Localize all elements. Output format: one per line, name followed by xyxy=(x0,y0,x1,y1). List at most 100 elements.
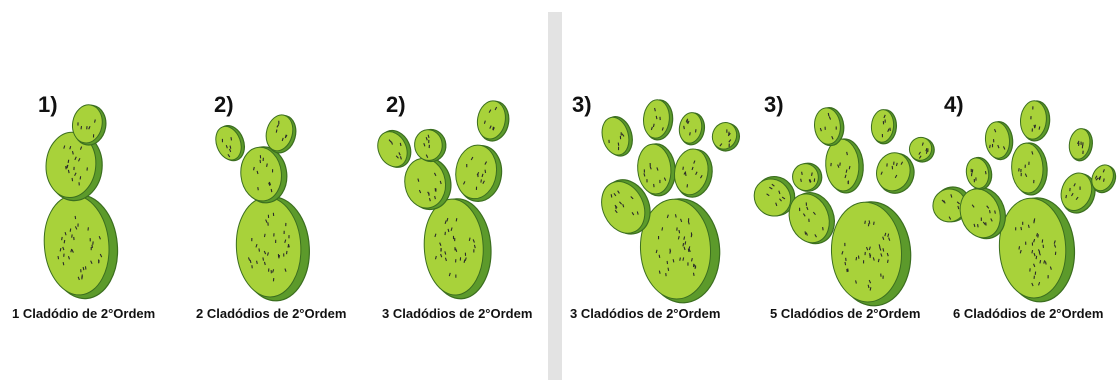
spine xyxy=(259,248,260,251)
spine xyxy=(271,189,272,192)
plant-5-second-order-pad-a xyxy=(790,161,824,194)
spine xyxy=(847,152,848,155)
spine xyxy=(1019,246,1020,249)
spine xyxy=(65,166,66,169)
spine xyxy=(1021,169,1022,172)
spine xyxy=(690,132,691,135)
spine xyxy=(1029,162,1030,165)
spine xyxy=(286,251,287,254)
plant-5-second-order-pad-c xyxy=(870,109,898,145)
spine xyxy=(831,163,832,166)
spine xyxy=(1045,261,1046,264)
spine xyxy=(79,182,80,185)
spine xyxy=(1035,272,1036,275)
spine xyxy=(81,126,82,129)
spine xyxy=(264,262,265,265)
spine xyxy=(883,121,884,124)
spine xyxy=(92,245,93,248)
spine xyxy=(1039,126,1040,129)
spine xyxy=(460,257,461,260)
spine xyxy=(975,177,976,180)
plant-6-second-order-pad-d xyxy=(1067,127,1095,162)
spine xyxy=(662,227,663,230)
spine xyxy=(683,167,684,170)
spine xyxy=(257,261,258,264)
spine xyxy=(1055,252,1056,255)
spine xyxy=(1025,165,1026,168)
spine xyxy=(865,252,866,255)
spine xyxy=(86,126,87,129)
plant-6-second-order-pad-c xyxy=(1019,100,1051,142)
plant-6-second-order-pad-b xyxy=(984,121,1014,161)
spine xyxy=(1036,256,1037,259)
spine xyxy=(1021,227,1022,230)
plant-4-first-order-pad-c xyxy=(671,146,716,200)
spine xyxy=(653,124,654,127)
spine xyxy=(63,262,64,265)
spine xyxy=(67,165,68,168)
spine xyxy=(687,120,688,123)
spine xyxy=(856,257,857,260)
spine xyxy=(659,255,660,258)
spine xyxy=(836,126,837,129)
spine xyxy=(448,229,449,232)
spine xyxy=(1030,268,1031,271)
spine xyxy=(890,128,891,131)
spine xyxy=(1083,151,1084,154)
spine xyxy=(250,260,251,263)
spine xyxy=(91,247,92,250)
spine xyxy=(693,273,694,276)
spine xyxy=(659,271,660,274)
plant-4-second-order-pad-b xyxy=(642,99,674,141)
spine xyxy=(687,184,688,187)
spine xyxy=(660,180,661,183)
spine xyxy=(673,259,674,262)
spine xyxy=(264,234,265,237)
plant-2-base-pad xyxy=(234,195,312,303)
spine xyxy=(273,278,274,281)
spine xyxy=(435,196,436,199)
spine xyxy=(801,179,802,182)
plant-5-base-pad xyxy=(829,200,913,308)
spine xyxy=(268,268,269,271)
spine xyxy=(1081,142,1082,145)
spine xyxy=(992,144,993,147)
spine xyxy=(802,172,803,175)
spine xyxy=(1034,276,1035,279)
spine xyxy=(1032,250,1033,253)
spine xyxy=(263,257,264,260)
spine xyxy=(1078,143,1079,146)
plant-3-second-order-pad-c xyxy=(474,99,512,144)
spine xyxy=(428,140,429,143)
spine xyxy=(445,232,446,235)
spine xyxy=(98,260,99,263)
spine xyxy=(77,122,78,125)
plant-4-second-order-pad-d xyxy=(708,119,743,155)
spine xyxy=(1018,168,1019,171)
spine xyxy=(1028,225,1029,228)
spine xyxy=(476,187,477,190)
spine xyxy=(429,145,430,148)
plant-6-second-order-pad-a xyxy=(964,156,994,192)
plant-6-base-pad xyxy=(997,196,1077,304)
spine xyxy=(679,230,680,233)
spine xyxy=(660,117,661,120)
plant-4-second-order-pad-a xyxy=(598,113,636,159)
spine xyxy=(58,256,59,259)
spine xyxy=(456,218,457,221)
spine xyxy=(971,169,972,172)
spine xyxy=(274,233,275,236)
spine xyxy=(1034,180,1035,183)
spine xyxy=(481,179,482,182)
plant-3-first-order-pad-b xyxy=(452,142,505,204)
spine xyxy=(493,127,494,130)
plant-3-base-pad xyxy=(422,197,494,300)
spine xyxy=(258,187,259,190)
spine xyxy=(95,119,96,122)
spine xyxy=(693,264,694,267)
spine xyxy=(92,241,93,244)
spine xyxy=(455,259,456,262)
spine xyxy=(845,262,846,265)
spine xyxy=(985,171,986,174)
